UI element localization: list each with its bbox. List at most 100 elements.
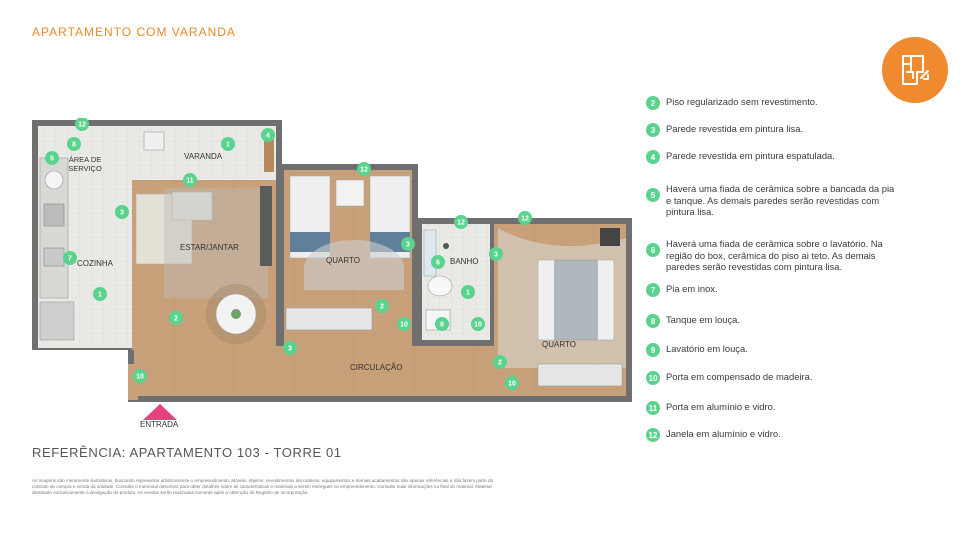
plan-marker: [471, 317, 485, 331]
legend-item: 4 Parede revestida em pintura espatulada…: [646, 150, 835, 164]
legend-text: Haverá uma fiada de cerâmica sobre o lav…: [666, 238, 883, 272]
plan-marker: [63, 251, 77, 265]
legend-item: 12 Janela em alumínio e vidro.: [646, 428, 781, 442]
bedroom1-rug: [304, 240, 404, 290]
plan-marker-label: 1: [98, 292, 102, 299]
living-rug: [164, 188, 268, 298]
legend-item: 9 Lavatório em louça.: [646, 343, 748, 357]
legal-disclaimer: As imagens são meramente ilustrativas, b…: [32, 478, 494, 496]
plan-marker: [375, 299, 389, 313]
plan-marker: [357, 162, 371, 176]
plan-marker-label: 9: [440, 322, 444, 329]
label-cozinha: COZINHA: [77, 259, 114, 268]
plan-marker-label: 10: [508, 381, 516, 388]
plan-marker: [221, 137, 235, 151]
plan-marker-label: 3: [406, 242, 410, 249]
legend-text: Haverá uma fiada de cerâmica sobre a ban…: [666, 183, 895, 217]
page-title: APARTAMENTO COM VARANDA: [32, 25, 236, 39]
legend-number: 6: [646, 243, 660, 257]
stove: [43, 203, 65, 227]
plan-marker: [93, 287, 107, 301]
legend-item: 3 Parede revestida em pintura lisa.: [646, 123, 803, 137]
legend-number: 12: [646, 428, 660, 442]
plan-marker-label: 5: [50, 156, 54, 163]
plan-marker-label: 12: [457, 220, 465, 227]
plan-marker-label: 1: [466, 290, 470, 297]
legend-number: 9: [646, 343, 660, 357]
plan-marker: [397, 317, 411, 331]
legend-item: 7 Pia em inox.: [646, 283, 718, 297]
legend-text: Parede revestida em pintura lisa.: [666, 123, 804, 134]
plan-marker-label: 2: [498, 360, 502, 367]
legend-number: 3: [646, 123, 660, 137]
legend-number: 7: [646, 283, 660, 297]
plan-marker-label: 11: [186, 178, 194, 185]
label-quarto-1: QUARTO: [326, 256, 360, 265]
plan-marker-label: 10: [474, 322, 482, 329]
legend-item: 5 Haverá uma fiada de cerâmica sobre a b…: [646, 183, 898, 218]
label-area-servico-2: SERVIÇO: [68, 164, 102, 173]
plan-marker: [169, 311, 183, 325]
plan-marker-label: 3: [494, 252, 498, 259]
plan-marker-label: 2: [174, 316, 178, 323]
legend-number: 4: [646, 150, 660, 164]
legend-number: 8: [646, 314, 660, 328]
wardrobe-1: [285, 307, 373, 331]
plan-marker-label: 2: [380, 304, 384, 311]
floorplan-icon: [902, 55, 929, 85]
plan-marker-label: 1: [226, 142, 230, 149]
legend-text: Tanque em louça.: [666, 314, 741, 325]
plan-marker: [435, 317, 449, 331]
legend-text: Lavatório em louça.: [666, 343, 748, 354]
legend-text: Porta em alumínio e vidro.: [666, 401, 776, 412]
legend-text: Parede revestida em pintura espatulada.: [666, 150, 835, 161]
plan-marker: [133, 369, 147, 383]
legend-text: Piso regularizado sem revestimento.: [666, 96, 818, 107]
plan-marker-label: 4: [266, 133, 270, 140]
plan-marker: [518, 211, 532, 225]
apartment-reference: REFERÊNCIA: APARTAMENTO 103 - TORRE 01: [32, 445, 342, 460]
kitchen-counter: [39, 157, 69, 299]
floor-plan: ÁREA DE SERVIÇO VARANDA COZINHA ESTAR/JA…: [32, 118, 632, 402]
plan-marker-label: 10: [400, 322, 408, 329]
plan-marker: [261, 128, 275, 142]
plan-marker-label: 12: [78, 122, 86, 129]
label-entrada: ENTRADA: [140, 420, 179, 429]
sink: [43, 247, 65, 267]
legend-item: 11 Porta em alumínio e vidro.: [646, 401, 775, 415]
legend-item: 8 Tanque em louça.: [646, 314, 740, 328]
legend-text: Pia em inox.: [666, 283, 718, 294]
plan-marker-label: 3: [288, 346, 292, 353]
varanda-chair: [143, 131, 165, 151]
legend-item: 10 Porta em compensado de madeira.: [646, 371, 812, 385]
sofa-chaise: [171, 191, 213, 221]
label-area-servico-1: ÁREA DE: [69, 155, 102, 164]
table-plant: [231, 309, 241, 319]
toilet: [427, 275, 453, 297]
label-quarto-2: QUARTO: [542, 340, 576, 349]
legend-text: Porta em compensado de madeira.: [666, 371, 813, 382]
legend-item: 6 Haverá uma fiada de cerâmica sobre o l…: [646, 238, 898, 273]
label-estar-jantar: ESTAR/JANTAR: [180, 243, 239, 252]
plan-marker-label: 6: [436, 260, 440, 267]
floorplan-badge: [882, 37, 948, 103]
legend-number: 5: [646, 188, 660, 202]
plan-marker: [454, 215, 468, 229]
plan-marker: [45, 151, 59, 165]
fridge: [39, 301, 75, 341]
entrance-arrow-icon: [143, 404, 177, 420]
washing-machine: [44, 170, 64, 190]
entrance-door: [128, 364, 138, 400]
shower-drain: [443, 243, 449, 249]
legend-number: 11: [646, 401, 660, 415]
plan-marker-label: 10: [136, 374, 144, 381]
plan-marker: [401, 237, 415, 251]
shower-box: [423, 229, 437, 277]
plan-marker-label: 8: [72, 142, 76, 149]
plan-marker: [115, 205, 129, 219]
plan-marker-label: 12: [360, 167, 368, 174]
desk: [335, 179, 365, 207]
plan-marker: [493, 355, 507, 369]
plan-marker: [505, 376, 519, 390]
